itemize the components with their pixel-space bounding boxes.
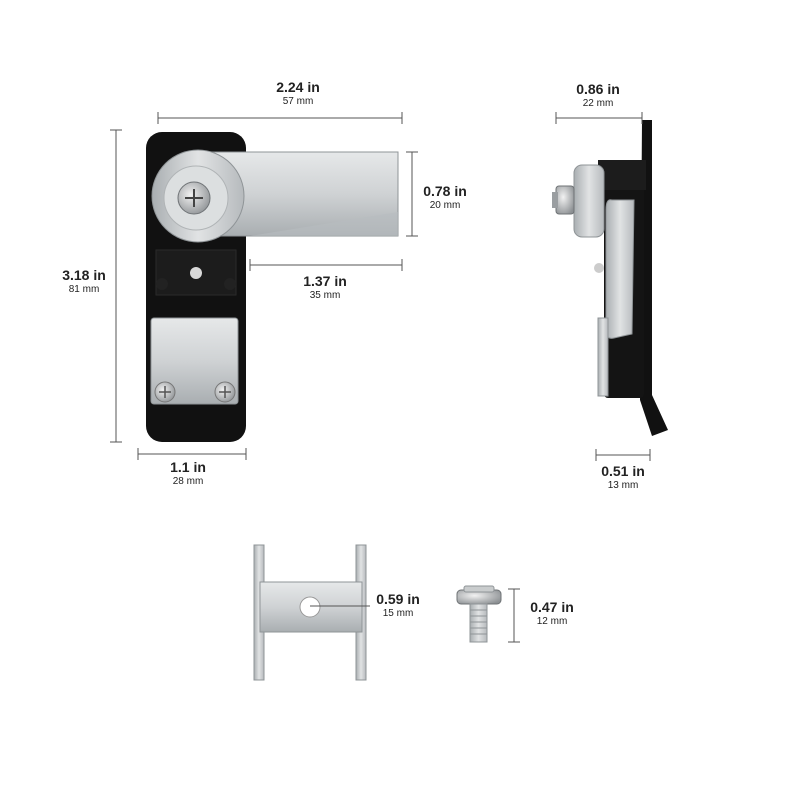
body-hole: [190, 267, 202, 279]
screw-part: [456, 585, 502, 643]
side-boss: [573, 164, 605, 238]
dim-bracket-metric: 15 mm: [382, 608, 414, 619]
dim-label-bracket: 0.59 in 15 mm: [368, 592, 428, 619]
dim-label-handle-reach: 1.37 in 35 mm: [280, 274, 370, 301]
dim-body-width-metric: 28 mm: [172, 476, 204, 487]
dim-body-width-imperial: 1.1 in: [170, 459, 206, 475]
latch-side-view: [552, 120, 668, 436]
side-dimension-lines: [555, 112, 651, 461]
dim-label-height: 3.18 in 81 mm: [44, 268, 124, 295]
dim-width-metric: 57 mm: [282, 96, 314, 107]
bracket-hole: [299, 596, 321, 618]
mounting-plate: [150, 317, 239, 405]
side-screw-head-icon: [555, 185, 575, 215]
dim-bracket-imperial: 0.59 in: [376, 591, 420, 607]
dim-label-side-depth: 0.86 in 22 mm: [558, 82, 638, 109]
dim-label-handle-height: 0.78 in 20 mm: [410, 184, 480, 211]
dim-label-body-width: 1.1 in 28 mm: [148, 460, 228, 487]
dim-side-depth-imperial: 0.86 in: [576, 81, 620, 97]
dim-handle-height-imperial: 0.78 in: [423, 183, 467, 199]
dim-screw-imperial: 0.47 in: [530, 599, 574, 615]
latch-front-view: [146, 132, 399, 442]
dim-label-width: 2.24 in 57 mm: [248, 80, 348, 107]
dim-label-screw: 0.47 in 12 mm: [522, 600, 582, 627]
bracket-part: [253, 544, 367, 681]
screw-thread: [469, 603, 488, 643]
screw-dimension-line: [508, 588, 520, 643]
dim-label-side-body: 0.51 in 13 mm: [583, 464, 663, 491]
dim-side-body-metric: 13 mm: [607, 480, 639, 491]
side-handle: [605, 199, 635, 339]
dim-screw-metric: 12 mm: [536, 616, 568, 627]
dim-height-metric: 81 mm: [68, 284, 100, 295]
dim-height-imperial: 3.18 in: [62, 267, 106, 283]
front-dimension-lines: [110, 112, 418, 460]
dim-handle-height-metric: 20 mm: [429, 200, 461, 211]
dim-side-depth-metric: 22 mm: [582, 98, 614, 109]
side-flange: [640, 120, 668, 436]
dim-side-body-imperial: 0.51 in: [601, 463, 645, 479]
dim-width-imperial: 2.24 in: [276, 79, 320, 95]
dim-handle-reach-imperial: 1.37 in: [303, 273, 347, 289]
dim-handle-reach-metric: 35 mm: [309, 290, 341, 301]
